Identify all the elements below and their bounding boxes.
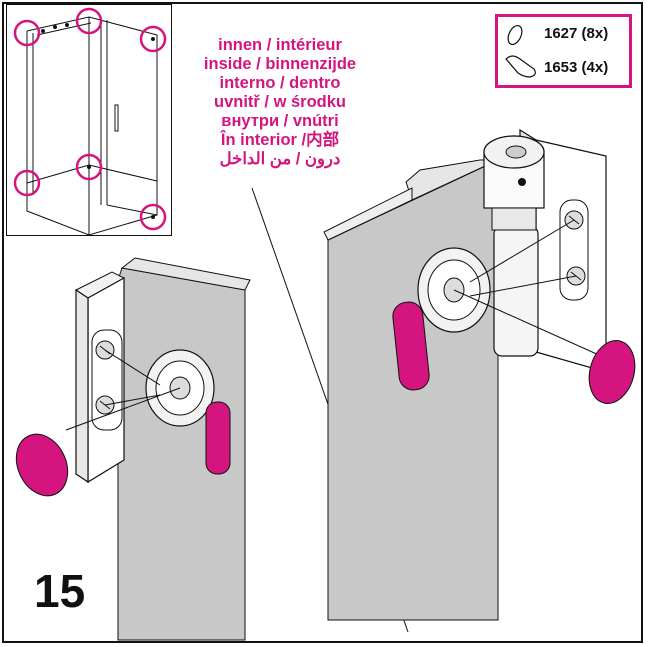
oval-cap-left [15,433,69,497]
glass-panel-left [117,267,246,641]
hinge-marker-bottom-right [139,203,167,231]
part-1653-label: 1653 (4x) [544,59,609,76]
hinge-marker-top-center [75,7,103,35]
inside-label-list: innen / intérieur inside / binnenzijde i… [180,36,380,169]
label-ro-zh: În interior /内部 [220,131,340,149]
left-hinge-detail [15,257,251,641]
label-it-es: interno / dentro [219,74,341,92]
hinge-marker-bottom-center [75,153,103,181]
oblong-cap-left [205,401,231,475]
part-1627-label: 1627 (8x) [544,25,609,42]
overview-thumbnail [6,4,172,236]
parts-legend: 1627 (8x) 1653 (4x) [495,14,632,88]
label-fa-ar: درون / من الداخل [219,150,341,168]
label-de-fr: innen / intérieur [218,36,342,54]
oval-cap-icon [507,24,523,46]
hinge-marker-top-left [13,19,41,47]
right-hinge-detail [323,128,636,621]
label-cs-pl: uvnitř / w środku [213,93,347,111]
label-en-nl: inside / binnenzijde [203,55,357,73]
shower-enclosure-overview [13,7,167,236]
oblong-cap-right [392,301,430,391]
step-number: 15 [34,565,86,617]
hinge-marker-bottom-left [13,169,41,197]
oblong-cap-icon [505,55,536,78]
hinge-marker-top-right [139,25,167,53]
label-ru-sk: внутри / vnútri [221,112,339,130]
oval-cap-right [588,340,636,404]
